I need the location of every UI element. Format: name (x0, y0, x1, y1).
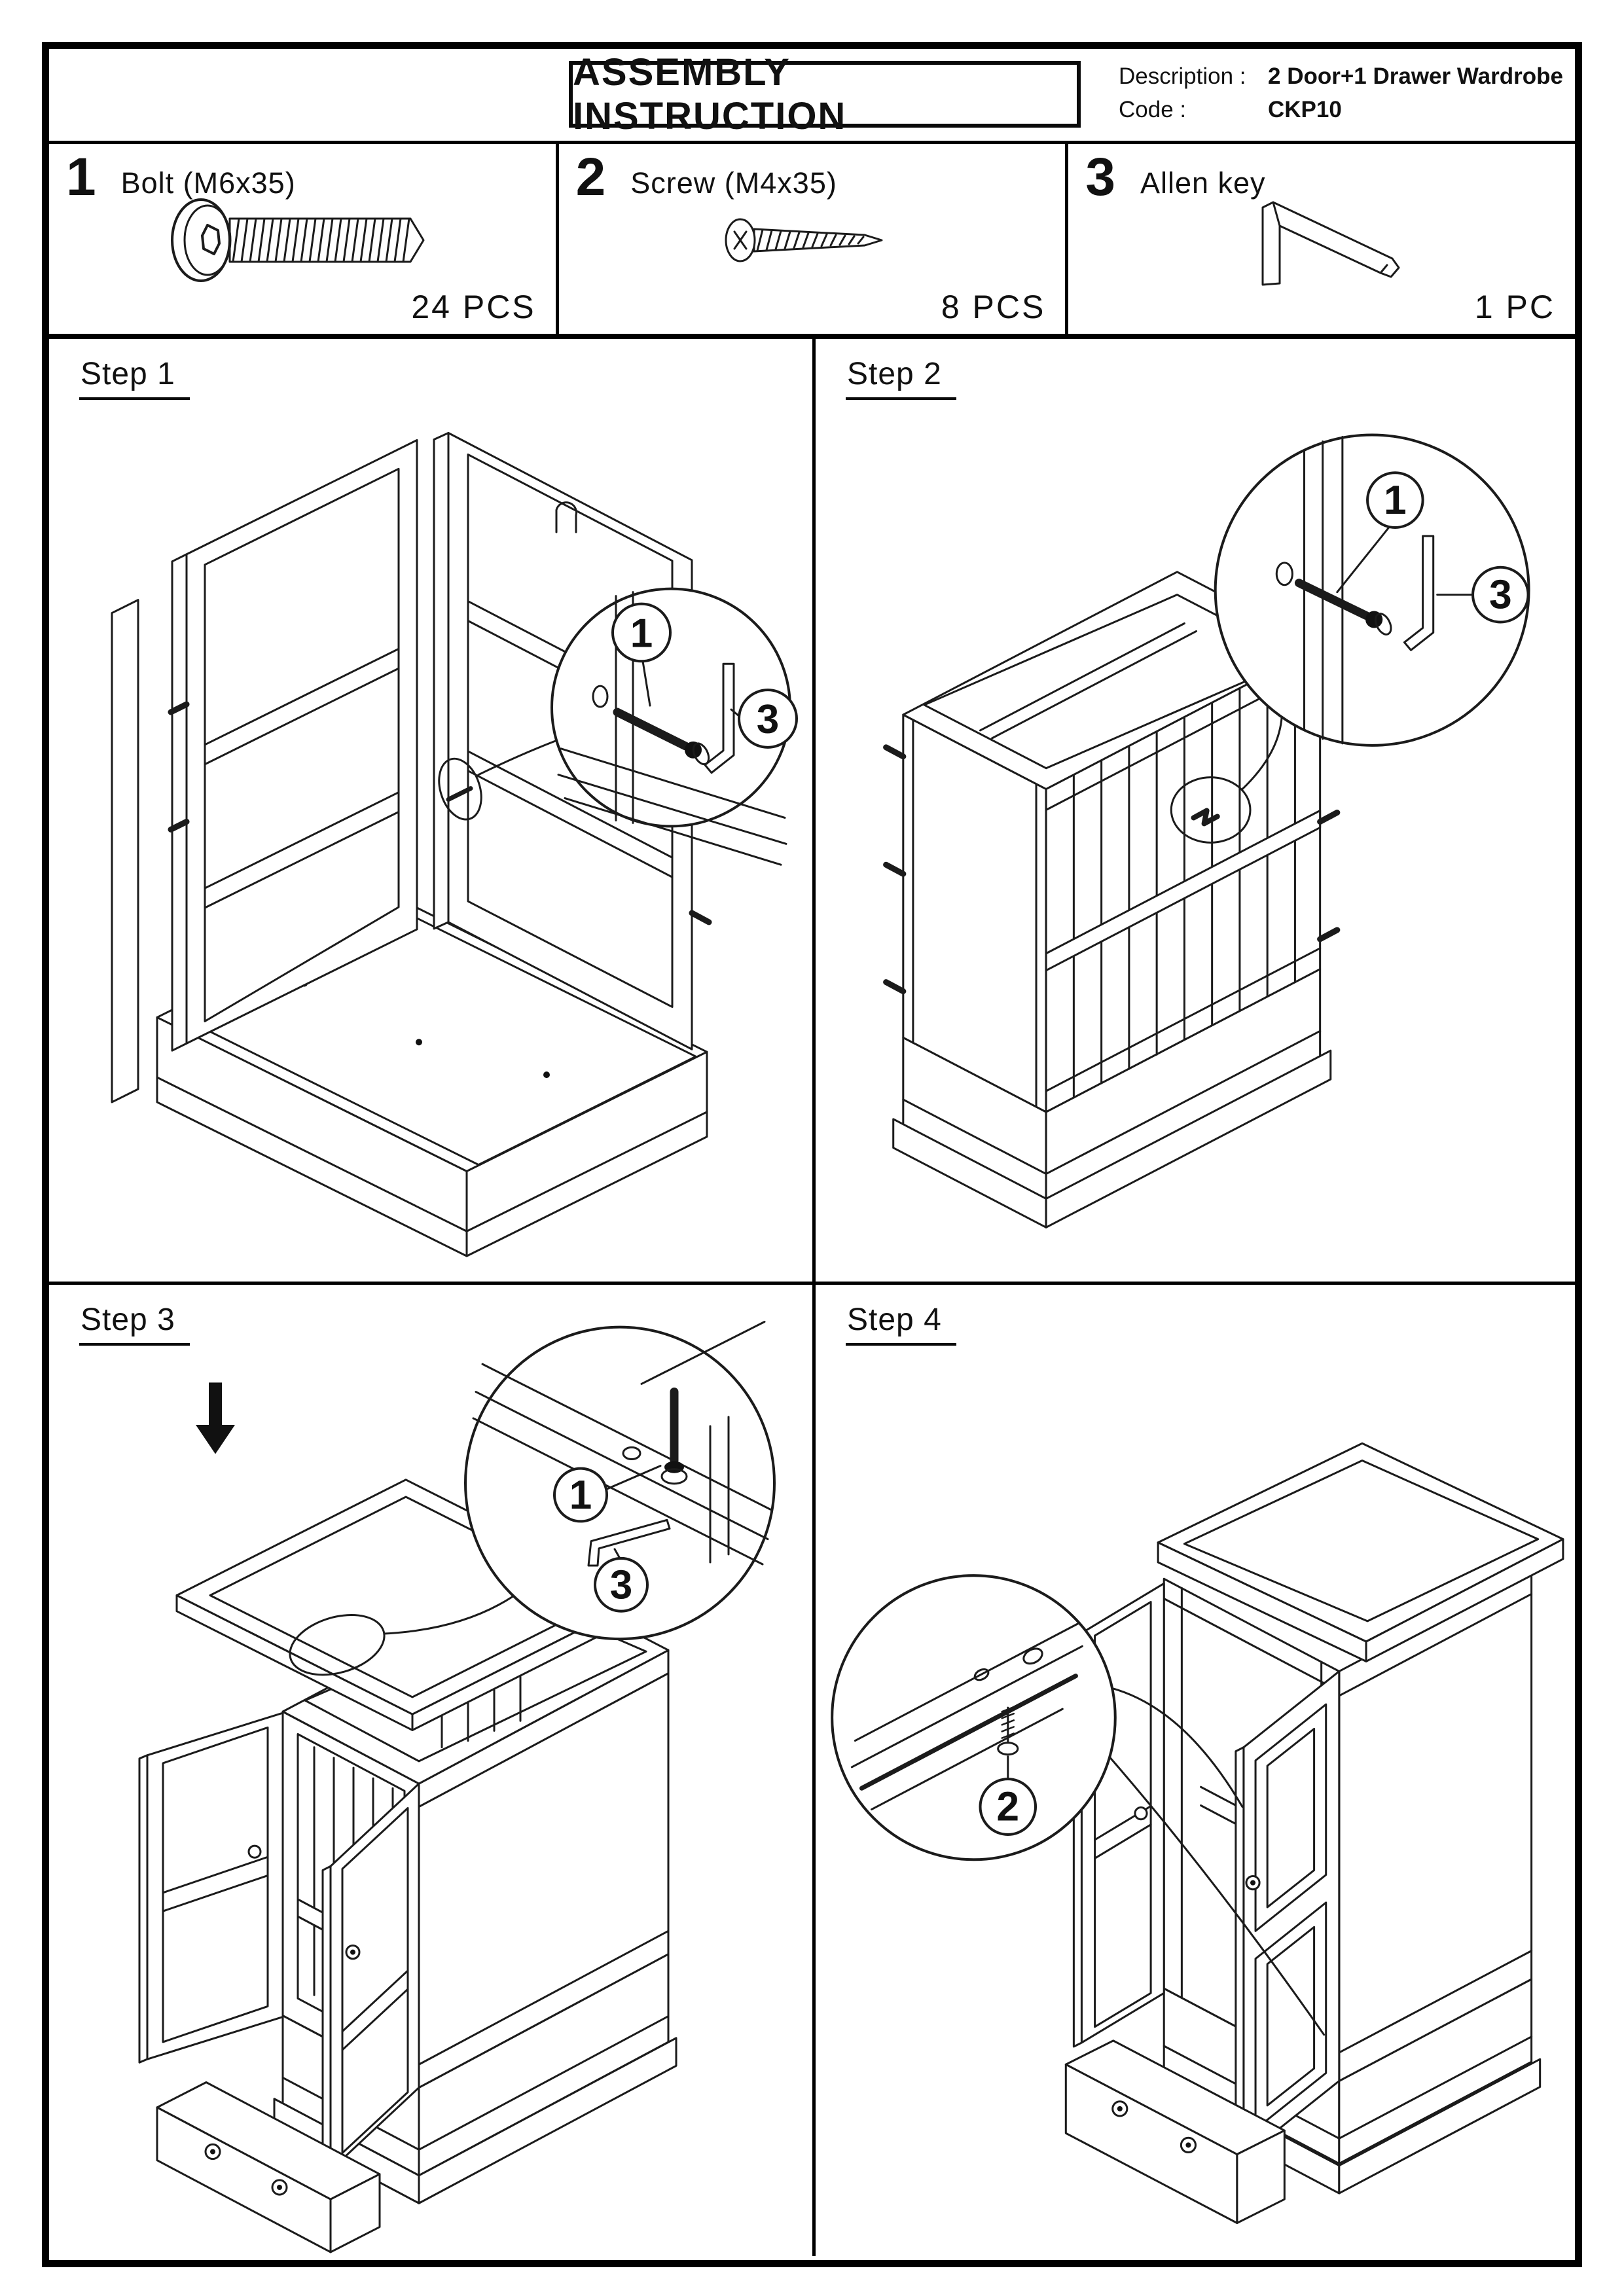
part-screw-head: 2 Screw (M4x35) (575, 147, 837, 207)
door-knob (1134, 1806, 1148, 1821)
description-label: Description : (1119, 63, 1246, 89)
part-bolt-number: 1 (66, 147, 96, 207)
callout-3: 3 (1471, 565, 1530, 624)
callout-ellipse (438, 736, 568, 821)
step4-drawing: 2 (831, 1442, 1564, 2225)
callout-2: 2 (979, 1778, 1038, 1836)
bolt-icon (170, 198, 425, 282)
base-plinth (892, 968, 1332, 1229)
part-bolt: 1 Bolt (M6x35) 24 PCS (49, 144, 559, 334)
description-row: Description : 2 Door+1 Drawer Wardrobe (1119, 63, 1563, 90)
header-row: ASSEMBLY INSTRUCTION Description : 2 Doo… (49, 49, 1575, 144)
part-allen-key-name: Allen key (1140, 166, 1266, 200)
step-1-panel: Step 1 (49, 339, 816, 1285)
step-2-label: Step 2 (846, 356, 956, 400)
callout-3: 3 (738, 689, 798, 749)
bolt-art (613, 708, 690, 751)
part-allen-key-head: 3 Allen key (1085, 147, 1266, 207)
step-3-panel: Step 3 (49, 1285, 816, 2256)
callout-1: 1 (1366, 471, 1424, 529)
callout-ellipse (1170, 715, 1283, 844)
instruction-sheet: ASSEMBLY INSTRUCTION Description : 2 Doo… (42, 42, 1582, 2267)
part-screw-number: 2 (575, 147, 606, 207)
svg-text:1: 1 (1384, 478, 1407, 523)
part-bolt-head: 1 Bolt (M6x35) (66, 147, 296, 207)
code-row: Code : CKP10 (1119, 97, 1563, 123)
step-4-label: Step 4 (846, 1302, 956, 1346)
mid-rail (1045, 810, 1322, 972)
allen-key-icon (1261, 201, 1400, 286)
step-4-panel: Step 4 (816, 1285, 1575, 2256)
callout-ellipse (289, 1595, 514, 1676)
hardware-list: 1 Bolt (M6x35) 24 PCS 2 S (49, 144, 1575, 339)
screw-icon (725, 218, 882, 262)
door-knob (247, 1844, 262, 1859)
part-screw-name: Screw (M4x35) (630, 166, 837, 200)
arrow-down-icon (196, 1382, 235, 1454)
top-panel (1157, 1442, 1564, 1662)
callout-1: 1 (611, 602, 672, 663)
callout-1: 1 (553, 1467, 608, 1523)
leader-lines (1103, 1687, 1326, 2036)
steps-grid: Step 1 (49, 339, 1575, 2256)
svg-text:3: 3 (1489, 573, 1512, 618)
step3-drawing: 1 3 (138, 1321, 776, 2253)
code-value: CKP10 (1268, 97, 1342, 122)
bolt-art (1294, 579, 1371, 620)
back-slat-panel (1045, 645, 1322, 1113)
page-title: ASSEMBLY INSTRUCTION (569, 51, 1081, 137)
part-bolt-qty: 24 PCS (411, 289, 536, 325)
detail-circle: 1 3 (464, 1321, 776, 1641)
part-bolt-name: Bolt (M6x35) (120, 166, 296, 200)
allen-key-art (1403, 535, 1435, 651)
step-2-panel: Step 2 (816, 339, 1575, 1285)
description-value: 2 Door+1 Drawer Wardrobe (1268, 63, 1563, 89)
svg-text:1: 1 (569, 1473, 592, 1518)
step-3-label: Step 3 (79, 1302, 190, 1346)
part-allen-key: 3 Allen key 1 PC (1068, 144, 1575, 334)
step1-drawing: 1 3 (111, 432, 798, 1257)
right-side-panel (418, 1649, 670, 2089)
left-door-open (138, 1712, 284, 2064)
code-label: Code : (1119, 97, 1187, 122)
svg-text:1: 1 (630, 611, 653, 656)
drawer-open (1064, 2039, 1286, 2225)
svg-text:3: 3 (757, 697, 779, 742)
allen-key-art (587, 1518, 671, 1567)
rear-rail (111, 599, 139, 1103)
product-meta: Description : 2 Door+1 Drawer Wardrobe C… (1119, 63, 1563, 130)
right-door-ajar (1235, 1670, 1341, 2162)
hanger-hook-cutout (555, 501, 578, 533)
part-allen-key-number: 3 (1085, 147, 1115, 207)
screw-art (997, 1706, 1019, 1756)
detail-circle: 1 3 (1214, 433, 1530, 747)
part-allen-key-qty: 1 PC (1474, 289, 1556, 325)
detail-circle: 1 3 (550, 587, 798, 866)
left-side-panel (171, 439, 418, 1052)
allen-key-art (704, 662, 735, 774)
step2-drawing: 1 3 (883, 433, 1530, 1229)
part-screw: 2 Screw (M4x35) 8 PCS (559, 144, 1069, 334)
detail-circle: 2 (831, 1574, 1117, 1861)
part-screw-qty: 8 PCS (941, 289, 1046, 325)
svg-text:2: 2 (996, 1784, 1019, 1830)
svg-text:3: 3 (610, 1562, 632, 1607)
top-rim (902, 571, 1322, 791)
step-1-label: Step 1 (79, 356, 190, 400)
callout-3: 3 (594, 1556, 649, 1613)
drawer (156, 2081, 381, 2253)
